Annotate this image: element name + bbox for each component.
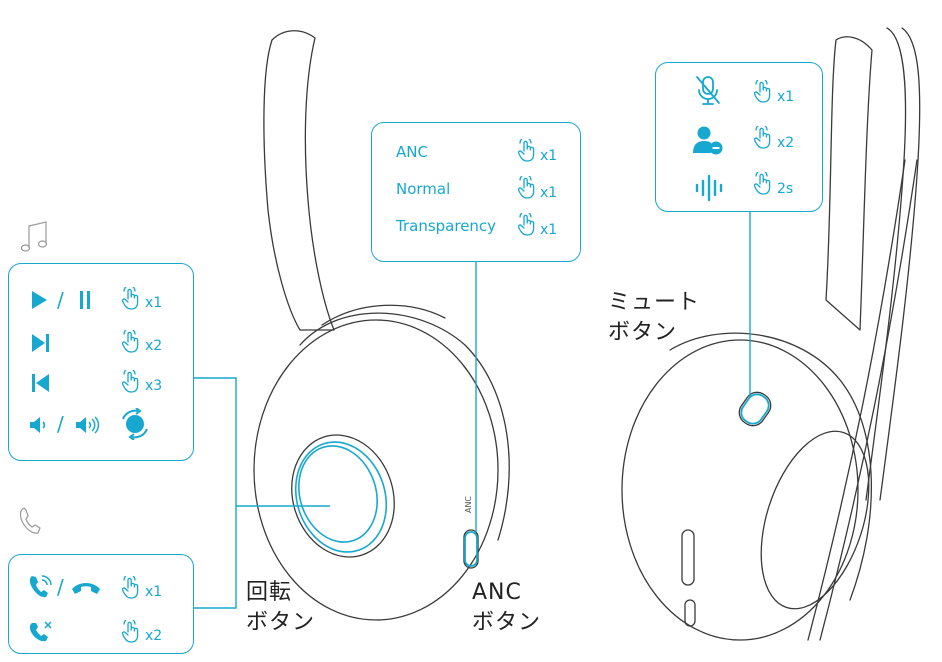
call-separator: / xyxy=(57,575,64,599)
music-note-icon xyxy=(20,221,48,252)
tap-icon xyxy=(517,176,535,199)
next-track-icon xyxy=(32,334,49,352)
mic-mute-icon xyxy=(696,76,720,105)
rotary-button-caption-line2: ボタン xyxy=(246,610,316,635)
tap-icon xyxy=(121,330,139,353)
tap-icon xyxy=(121,620,139,643)
volume-up-icon xyxy=(76,416,100,434)
normal-mode-label: Normal xyxy=(396,180,451,198)
voice-wave-icon xyxy=(695,174,723,202)
mute-tap-count: x1 xyxy=(777,89,795,105)
play-icon xyxy=(32,291,47,309)
mute-button-caption: ミュート ボタン xyxy=(608,288,700,348)
reject-call-icon xyxy=(29,621,52,642)
user-remove-icon xyxy=(693,126,723,155)
previous-track-icon xyxy=(32,374,49,392)
mute-button-caption-line2: ボタン xyxy=(608,320,678,345)
previous-track-tap-count: x3 xyxy=(145,378,163,394)
phone-icon xyxy=(19,507,41,534)
tap-icon xyxy=(753,126,771,149)
pause-icon xyxy=(80,291,90,309)
transparency-mode-label: Transparency xyxy=(396,217,497,235)
voice-hold-duration: 2s xyxy=(777,181,794,197)
rotate-knob-icon xyxy=(122,408,148,440)
reject-tap-count: x2 xyxy=(145,628,163,644)
tap-icon xyxy=(517,139,535,162)
answer-end-tap-count: x1 xyxy=(145,584,163,600)
tap-icon xyxy=(121,370,139,393)
transparency-tap-count: x1 xyxy=(540,222,558,238)
call-controls-panel xyxy=(8,554,194,654)
anc-button-caption-line1: ANC xyxy=(472,580,522,605)
anc-mode-label: ANC xyxy=(396,143,428,161)
anc-button-caption-line2: ボタン xyxy=(472,610,542,635)
tap-icon xyxy=(753,172,771,195)
play-pause-separator: / xyxy=(57,288,64,312)
anc-side-label: ANC xyxy=(464,495,474,514)
volume-down-icon xyxy=(30,417,46,433)
mute-button-caption-line1: ミュート xyxy=(608,290,701,315)
end-call-icon xyxy=(72,583,100,594)
next-track-tap-count: x2 xyxy=(145,338,163,354)
tap-icon xyxy=(753,80,771,103)
tap-icon xyxy=(121,576,139,599)
answer-call-icon xyxy=(29,575,52,598)
anc-button-caption: ANC ボタン xyxy=(472,578,541,638)
tap-icon xyxy=(517,213,535,236)
anc-panel xyxy=(371,122,581,262)
rotary-button-caption-line1: 回転 xyxy=(246,580,293,605)
play-pause-tap-count: x1 xyxy=(145,295,163,311)
anc-tap-count: x1 xyxy=(540,148,558,164)
user-remove-tap-count: x2 xyxy=(777,135,795,151)
mute-panel xyxy=(655,62,823,212)
volume-separator: / xyxy=(57,412,64,436)
rotary-button-caption: 回転 ボタン xyxy=(246,578,315,638)
normal-tap-count: x1 xyxy=(540,185,558,201)
tap-icon xyxy=(121,287,139,310)
